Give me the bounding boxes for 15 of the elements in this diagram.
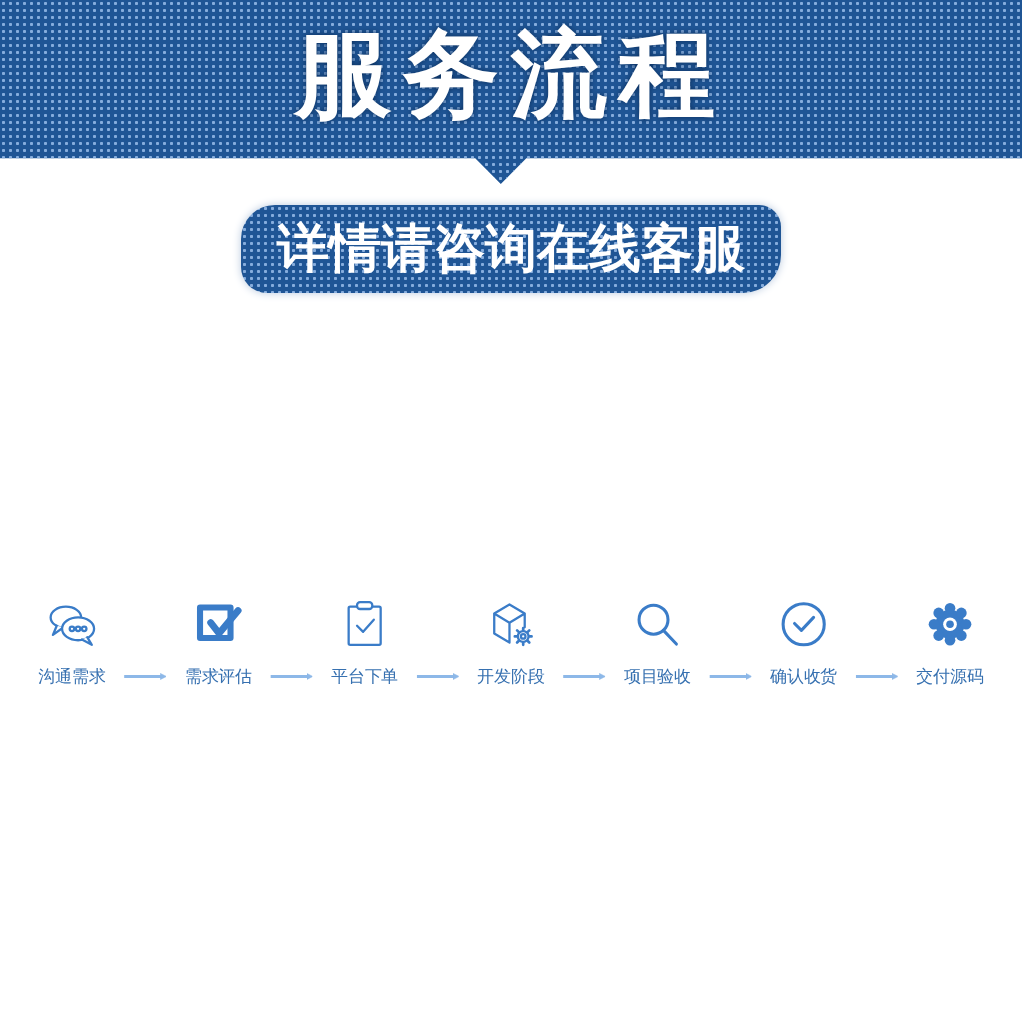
arrow bbox=[270, 672, 314, 680]
node-text: 平台下单 bbox=[331, 666, 399, 686]
arrow bbox=[709, 672, 753, 680]
title: 服务流程 bbox=[295, 17, 727, 132]
node-text: 需求评估 bbox=[184, 666, 252, 686]
node-text: 项目验收 bbox=[623, 666, 691, 686]
node-text: 确认收货 bbox=[770, 666, 838, 686]
arrow bbox=[855, 672, 899, 680]
node-text: 开发阶段 bbox=[477, 666, 545, 686]
arrow bbox=[123, 672, 167, 680]
subtitle-banner: 详情请咨询在线客服 bbox=[241, 205, 781, 293]
arrow bbox=[416, 672, 460, 680]
node-text: 沟通需求 bbox=[38, 666, 106, 686]
arrow bbox=[562, 672, 606, 680]
node-text: 交付源码 bbox=[916, 666, 984, 686]
